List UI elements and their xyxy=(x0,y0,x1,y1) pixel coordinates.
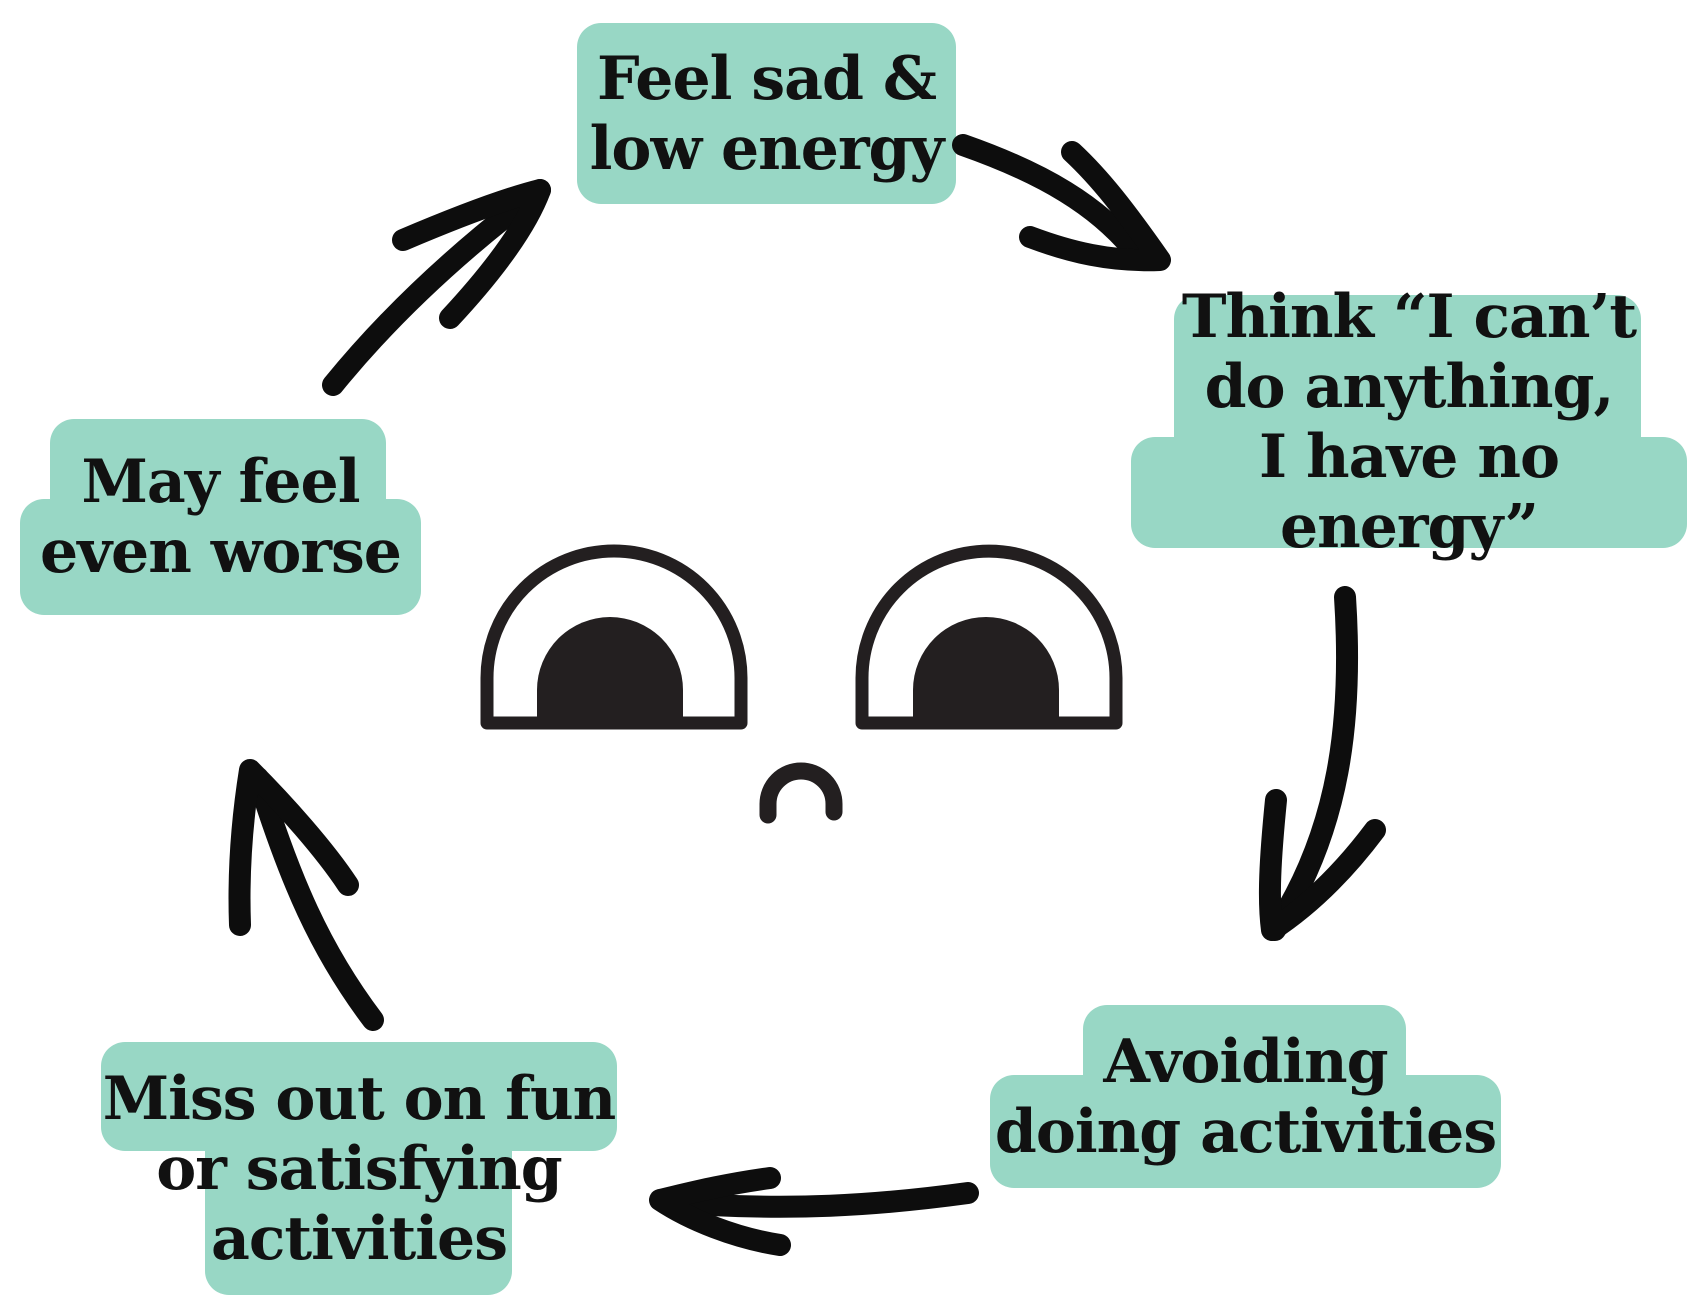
arrow-feel-sad-to-think xyxy=(952,134,1171,272)
box-may-feel-wide xyxy=(20,499,421,615)
label-boxes xyxy=(20,23,1687,1295)
arrow-think-to-avoiding xyxy=(1258,586,1386,941)
label-may-feel: May feel even worse xyxy=(40,447,402,587)
right-eye-icon xyxy=(855,544,1123,730)
sad-face-icon xyxy=(480,544,1123,824)
label-feel-sad: Feel sad & low energy xyxy=(589,43,945,184)
arrow-miss-out-to-may-feel xyxy=(228,759,384,1031)
cycle-arrows xyxy=(228,134,1386,1256)
label-think: Think “I can’t do anything, I have no en… xyxy=(1181,281,1637,562)
arrow-may-feel-to-feel-sad xyxy=(322,179,551,396)
box-think-wide xyxy=(1131,437,1687,548)
arrow-avoiding-to-miss-out xyxy=(649,1167,979,1256)
box-feel-sad xyxy=(577,23,956,204)
frown-icon xyxy=(759,762,843,824)
left-eye-icon xyxy=(480,544,748,730)
box-avoiding-wide xyxy=(990,1075,1501,1188)
label-avoiding: Avoiding doing activities xyxy=(994,1026,1497,1167)
label-miss-out: Miss out on fun or satisfying activities xyxy=(102,1063,617,1274)
box-miss-out-narrow xyxy=(205,1042,512,1295)
